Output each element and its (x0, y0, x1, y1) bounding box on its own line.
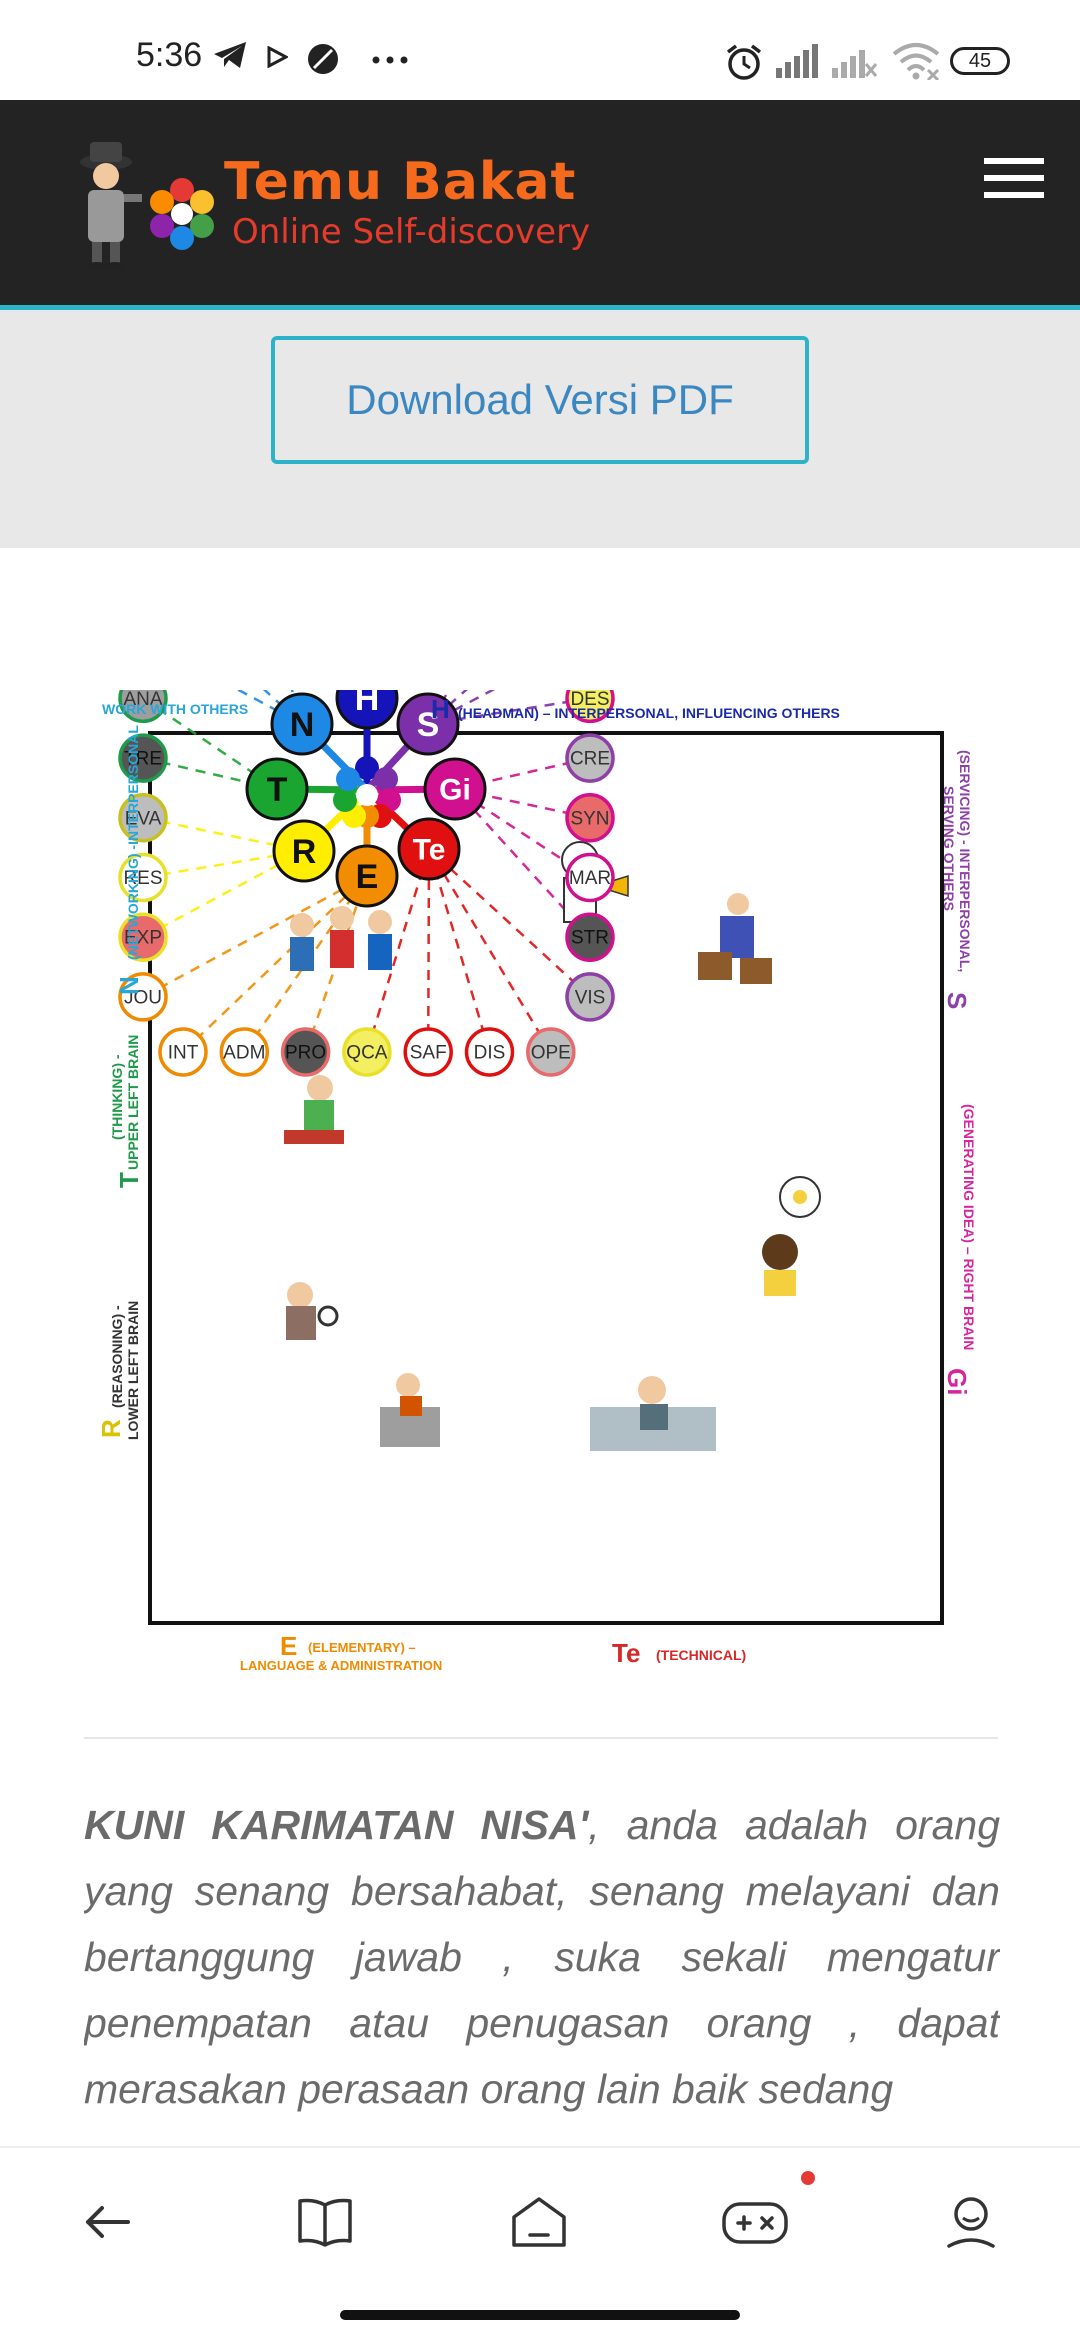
play-icon (266, 46, 288, 68)
download-pdf-button[interactable]: Download Versi PDF (271, 336, 809, 464)
talent-node-label: DIS (474, 1043, 506, 1064)
label-gi-desc: (GENERATING IDEA) – RIGHT BRAIN (961, 1104, 977, 1350)
telegram-icon (212, 40, 248, 70)
talent-node-label: PRO (285, 1043, 326, 1064)
hub-node-label: R (292, 833, 317, 871)
label-e-letter: E (280, 1631, 297, 1661)
label-work-with-others: WORK WITH OTHERS (102, 701, 248, 717)
talent-node-label: MAR (569, 868, 611, 889)
app-icon (306, 42, 340, 76)
label-s-letter: S (942, 992, 972, 1009)
label-te-desc: (TECHNICAL) (656, 1647, 746, 1663)
hub-hex (374, 767, 398, 791)
hub-hex (336, 767, 360, 791)
hub-node-label: H (355, 690, 380, 718)
hub-node-label: N (290, 706, 315, 744)
label-n-letter: N (114, 976, 144, 995)
talent-node-label: OPE (531, 1043, 571, 1064)
label-s-desc-1: (SERVICING) - INTERPERSONAL, (957, 750, 973, 972)
label-t-desc-2: UPPER LEFT BRAIN (125, 1035, 141, 1170)
label-gi-letter: Gi (942, 1368, 972, 1395)
talent-node-label: ADM (223, 1043, 265, 1064)
talent-node-label: STR (571, 928, 609, 949)
hub-node-label: Gi (439, 774, 471, 807)
talent-node-label: QCA (346, 1043, 388, 1064)
battery-icon: 45 (950, 47, 1010, 75)
label-r-desc-2: LOWER LEFT BRAIN (125, 1301, 141, 1440)
result-body: , anda adalah orang yang senang bersahab… (84, 1802, 1000, 2112)
label-r-desc-1: (REASONING) - (109, 1305, 125, 1408)
illustration-group-people (290, 906, 392, 971)
result-paragraph: KUNI KARIMATAN NISA', anda adalah orang … (84, 1792, 1000, 2132)
label-te-letter: Te (612, 1638, 640, 1668)
divider (84, 1737, 998, 1739)
talent-node-label: CRE (570, 749, 610, 770)
book-icon[interactable] (280, 2182, 370, 2262)
battery-level: 45 (969, 50, 991, 73)
hub-node-label: T (267, 771, 288, 809)
label-t-letter: T (114, 1172, 144, 1188)
game-controller-icon[interactable] (710, 2182, 800, 2262)
hub-node-label: Te (413, 834, 446, 867)
home-indicator (340, 2310, 740, 2320)
status-time: 5:36 (136, 36, 202, 75)
more-dots-icon (372, 56, 408, 64)
back-arrow-icon[interactable] (62, 2182, 152, 2262)
talent-node-label: VIS (575, 987, 606, 1008)
hub-center (356, 784, 378, 806)
label-e-desc-1: (ELEMENTARY) – (308, 1640, 416, 1655)
profile-icon[interactable] (926, 2182, 1016, 2262)
logo-mascot-icon (70, 140, 230, 272)
alarm-icon (724, 42, 764, 82)
label-r-letter: R (96, 1419, 126, 1438)
talent-node-label: SAF (410, 1043, 447, 1064)
talent-node-label: INT (168, 1043, 199, 1064)
signal-x-icon (832, 44, 878, 78)
hub-hex (333, 788, 357, 812)
label-t-desc-1: (THINKING) - (109, 1054, 125, 1140)
wifi-icon (892, 42, 940, 80)
label-s-desc-2: SERVING OTHERS (941, 786, 957, 911)
label-h-desc: (HEADMAN) – INTERPERSONAL, INFLUENCING O… (458, 705, 840, 721)
label-h-letter: H (431, 694, 450, 724)
brand-name[interactable]: Temu Bakat (224, 152, 576, 212)
label-n-desc: (NETWORKING) -INTERPERSONAL (125, 725, 141, 960)
brand-tagline: Online Self-discovery (232, 212, 590, 252)
result-name: KUNI KARIMATAN NISA' (84, 1802, 588, 1848)
hub-node-label: E (356, 858, 379, 896)
hamburger-menu-icon[interactable] (984, 156, 1044, 200)
talent-node-label: SYN (570, 808, 609, 829)
talent-diagram: .lbl { font-family:"Liberation Sans", sa… (80, 690, 1000, 1680)
signal-icon (776, 44, 818, 78)
label-e-desc-2: LANGUAGE & ADMINISTRATION (240, 1658, 442, 1673)
notification-badge (800, 2170, 816, 2186)
home-icon[interactable] (494, 2182, 584, 2262)
